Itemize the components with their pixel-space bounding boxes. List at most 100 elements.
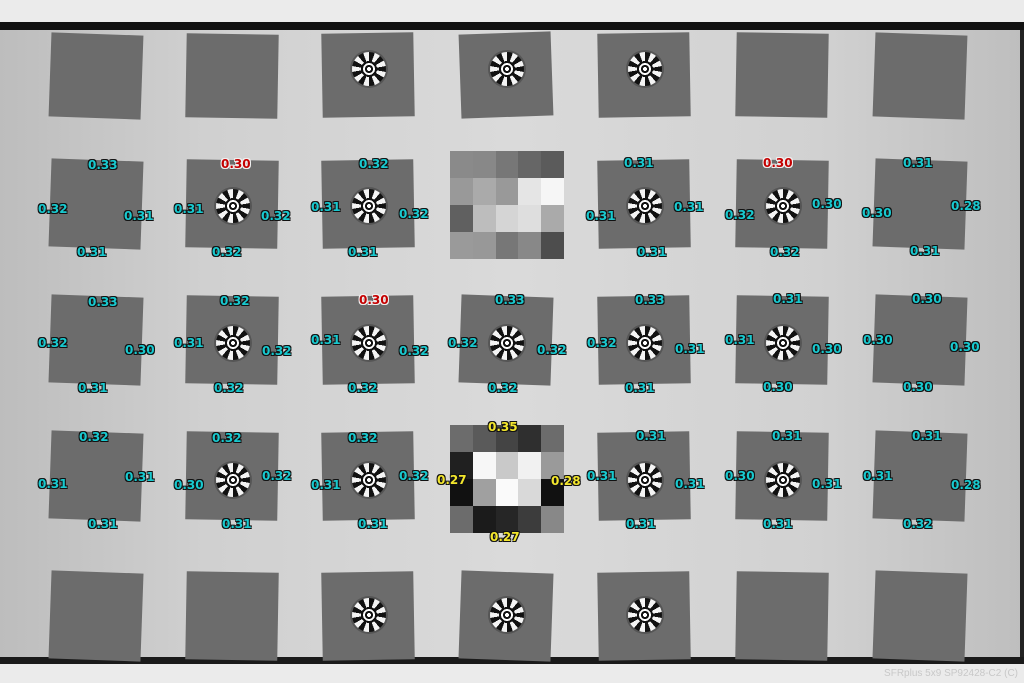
measurement-label: 0.32 xyxy=(903,517,933,531)
measurement-label: 0.31 xyxy=(222,517,252,531)
measurement-label: 0.32 xyxy=(348,381,378,395)
measurement-label: 0.32 xyxy=(38,202,68,216)
measurement-label: 0.30 xyxy=(174,478,204,492)
measurement-label: 0.30 xyxy=(812,197,842,211)
measurement-label: 0.30 xyxy=(763,156,793,170)
measurement-label: 0.31 xyxy=(586,209,616,223)
measurement-label: 0.30 xyxy=(863,333,893,347)
measurement-label: 0.32 xyxy=(214,381,244,395)
resolution-target xyxy=(216,189,250,223)
measurement-label: 0.33 xyxy=(635,293,665,307)
measurement-label: 0.33 xyxy=(495,293,525,307)
measurement-label: 0.30 xyxy=(903,380,933,394)
target-square xyxy=(185,571,279,661)
measurement-label: 0.31 xyxy=(763,517,793,531)
measurement-label: 0.31 xyxy=(903,156,933,170)
measurement-label: 0.32 xyxy=(725,208,755,222)
measurement-label: 0.31 xyxy=(88,517,118,531)
measurement-label: 0.32 xyxy=(537,343,567,357)
measurement-label: 0.31 xyxy=(624,156,654,170)
measurement-label: 0.30 xyxy=(812,342,842,356)
measurement-label: 0.32 xyxy=(262,344,292,358)
measurement-label: 0.32 xyxy=(348,431,378,445)
measurement-label: 0.31 xyxy=(773,292,803,306)
target-square xyxy=(48,570,144,662)
measurement-label: 0.31 xyxy=(358,517,388,531)
measurement-label: 0.31 xyxy=(77,245,107,259)
measurement-label: 0.31 xyxy=(812,477,842,491)
measurement-label: 0.32 xyxy=(399,469,429,483)
measurement-label: 0.32 xyxy=(587,336,617,350)
resolution-target xyxy=(352,52,386,86)
measurement-label: 0.32 xyxy=(399,344,429,358)
measurement-label: 0.32 xyxy=(212,245,242,259)
measurement-label: 0.31 xyxy=(311,200,341,214)
measurement-label: 0.32 xyxy=(262,469,292,483)
resolution-target xyxy=(628,463,662,497)
target-square xyxy=(735,571,829,661)
measurement-label: 0.31 xyxy=(725,333,755,347)
resolution-target xyxy=(216,463,250,497)
measurement-label: 0.32 xyxy=(399,207,429,221)
measurement-label: 0.32 xyxy=(79,430,109,444)
resolution-target xyxy=(628,189,662,223)
measurement-label: 0.31 xyxy=(636,429,666,443)
measurement-label: 0.31 xyxy=(125,470,155,484)
resolution-target xyxy=(490,598,524,632)
measurement-label: 0.35 xyxy=(488,420,518,434)
measurement-label: 0.30 xyxy=(359,293,389,307)
resolution-target xyxy=(352,463,386,497)
measurement-label: 0.31 xyxy=(910,244,940,258)
measurement-label: 0.31 xyxy=(863,469,893,483)
resolution-target xyxy=(352,598,386,632)
measurement-label: 0.31 xyxy=(174,202,204,216)
measurement-label: 0.31 xyxy=(348,245,378,259)
resolution-target xyxy=(628,598,662,632)
grayscale-patch-grid xyxy=(450,151,564,259)
measurement-label: 0.31 xyxy=(912,429,942,443)
measurement-label: 0.31 xyxy=(78,381,108,395)
measurement-label: 0.30 xyxy=(725,469,755,483)
resolution-target xyxy=(490,326,524,360)
pixel-pattern xyxy=(450,425,564,533)
measurement-label: 0.31 xyxy=(587,469,617,483)
measurement-label: 0.30 xyxy=(125,343,155,357)
measurement-label: 0.31 xyxy=(675,477,705,491)
resolution-target xyxy=(766,189,800,223)
measurement-label: 0.31 xyxy=(124,209,154,223)
target-square xyxy=(872,570,968,662)
target-square xyxy=(185,33,279,119)
measurement-label: 0.31 xyxy=(311,478,341,492)
measurement-label: 0.28 xyxy=(951,199,981,213)
measurement-label: 0.32 xyxy=(220,294,250,308)
measurement-label: 0.31 xyxy=(38,477,68,491)
measurement-label: 0.32 xyxy=(488,381,518,395)
resolution-target xyxy=(628,52,662,86)
resolution-target xyxy=(490,52,524,86)
measurement-label: 0.31 xyxy=(625,381,655,395)
measurement-label: 0.31 xyxy=(675,342,705,356)
resolution-target xyxy=(766,463,800,497)
resolution-target xyxy=(766,326,800,360)
resolution-target xyxy=(628,326,662,360)
measurement-label: 0.27 xyxy=(437,473,467,487)
target-square xyxy=(735,32,829,118)
measurement-label: 0.32 xyxy=(448,336,478,350)
target-square xyxy=(48,32,144,120)
target-square xyxy=(872,32,968,120)
measurement-label: 0.31 xyxy=(772,429,802,443)
measurement-label: 0.32 xyxy=(261,209,291,223)
footer-label: SFRplus 5x9 SP92428-C2 (C) xyxy=(884,668,1018,679)
measurement-label: 0.31 xyxy=(674,200,704,214)
measurement-label: 0.33 xyxy=(88,295,118,309)
measurement-label: 0.33 xyxy=(88,158,118,172)
measurement-label: 0.30 xyxy=(950,340,980,354)
measurement-label: 0.31 xyxy=(637,245,667,259)
measurement-label: 0.30 xyxy=(763,380,793,394)
measurement-label: 0.28 xyxy=(951,478,981,492)
measurement-label: 0.32 xyxy=(770,245,800,259)
measurement-label: 0.32 xyxy=(38,336,68,350)
measurement-label: 0.31 xyxy=(311,333,341,347)
measurement-label: 0.32 xyxy=(359,157,389,171)
measurement-label: 0.30 xyxy=(862,206,892,220)
